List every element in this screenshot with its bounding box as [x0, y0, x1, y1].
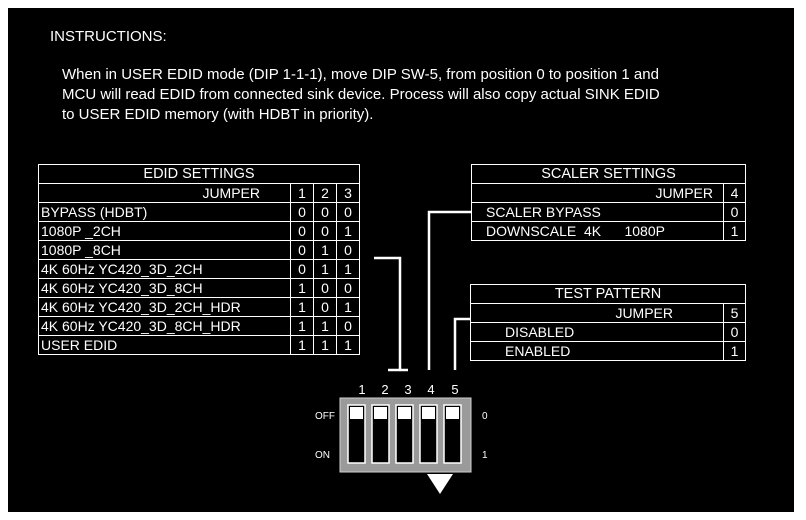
scaler-settings-table: SCALER SETTINGS JUMPER 4 SCALER BYPASS 0…	[471, 164, 746, 241]
position-one-label: 1	[482, 450, 488, 461]
edid-mode-label: 4K 60Hz YC420_3D_8CH_HDR	[38, 316, 291, 336]
test-pattern-table: TEST PATTERN JUMPER 5 DISABLED 0 ENABLED…	[470, 284, 746, 361]
scaler-header-row: JUMPER 4	[471, 183, 746, 203]
pattern-mode-label: ENABLED	[470, 341, 724, 361]
table-row: 4K 60Hz YC420_3D_8CH 1 0 0	[38, 278, 360, 298]
edid-settings-title: EDID SETTINGS	[38, 164, 360, 184]
table-row: BYPASS (HDBT) 0 0 0	[38, 202, 360, 222]
edid-mode-label: 4K 60Hz YC420_3D_8CH	[38, 278, 291, 298]
table-row: DOWNSCALE 4K 1080P 1	[471, 221, 746, 241]
scaler-mode-label: SCALER BYPASS	[471, 202, 724, 222]
connector-line-4	[427, 210, 471, 370]
position-zero-label: 0	[482, 411, 488, 422]
switch-number-1: 1	[358, 382, 365, 397]
connector-line-1-3	[374, 256, 402, 370]
table-row: DISABLED 0	[470, 322, 746, 342]
table-row: ENABLED 1	[470, 341, 746, 361]
jumper-value: 0	[336, 240, 360, 260]
dip-switch-knob-4	[422, 407, 435, 419]
switch-number-2: 2	[381, 382, 388, 397]
pattern-header-row: JUMPER 5	[470, 303, 746, 323]
dip-switch-levers	[347, 404, 462, 464]
on-label: ON	[315, 450, 330, 461]
down-arrow-icon	[427, 474, 453, 494]
switch-number-3: 3	[404, 382, 411, 397]
off-label: OFF	[315, 411, 335, 422]
edid-mode-label: 1080P _2CH	[38, 221, 291, 241]
edid-header-row: JUMPER 1 2 3	[38, 183, 360, 203]
dip-switch-2[interactable]	[371, 404, 390, 464]
dip-switch-diagram: 1 2 3 4 5 OFF ON 0 1	[315, 210, 488, 494]
edid-settings-table: EDID SETTINGS JUMPER 1 2 3 BYPASS (HDBT)…	[38, 164, 360, 355]
switch-number-4: 4	[427, 382, 434, 397]
pattern-jumper-header: JUMPER	[470, 303, 724, 323]
edid-mode-label: USER EDID	[38, 335, 291, 355]
dip-switch-3[interactable]	[395, 404, 414, 464]
table-row: 1080P _2CH 0 0 1	[38, 221, 360, 241]
dip-switch-5[interactable]	[443, 404, 462, 464]
dip-switch-4[interactable]	[419, 404, 438, 464]
dip-switch-knob-3	[398, 407, 411, 419]
jumper-value: 1	[723, 221, 746, 241]
dip-switch-1[interactable]	[347, 404, 366, 464]
jumper-value: 1	[723, 341, 746, 361]
dip-switch-knob-2	[374, 407, 387, 419]
instruction-panel: INSTRUCTIONS: When in USER EDID mode (DI…	[8, 8, 794, 512]
instructions-title: INSTRUCTIONS:	[50, 28, 167, 45]
instructions-line-1: When in USER EDID mode (DIP 1-1-1), move…	[62, 66, 659, 83]
scaler-mode-label: DOWNSCALE 4K 1080P	[471, 221, 724, 241]
table-row: 4K 60Hz YC420_3D_2CH 0 1 1	[38, 259, 360, 279]
pattern-mode-label: DISABLED	[470, 322, 724, 342]
instructions-line-2: MCU will read EDID from connected sink d…	[62, 86, 660, 103]
table-row: USER EDID 1 1 1	[38, 335, 360, 355]
dip-switch-knob-1	[350, 407, 363, 419]
switch-number-5: 5	[451, 382, 458, 397]
connector-line-5	[453, 317, 470, 370]
edid-mode-label: 4K 60Hz YC420_3D_2CH	[38, 259, 291, 279]
jumper-value: 1	[336, 335, 360, 355]
dip-switch-knob-5	[446, 407, 459, 419]
switch-number-row: 1 2 3 4 5	[358, 382, 458, 397]
jumper-value: 0	[336, 316, 360, 336]
instructions-line-3: to USER EDID memory (with HDBT in priori…	[62, 106, 374, 123]
scaler-settings-title: SCALER SETTINGS	[471, 164, 746, 184]
